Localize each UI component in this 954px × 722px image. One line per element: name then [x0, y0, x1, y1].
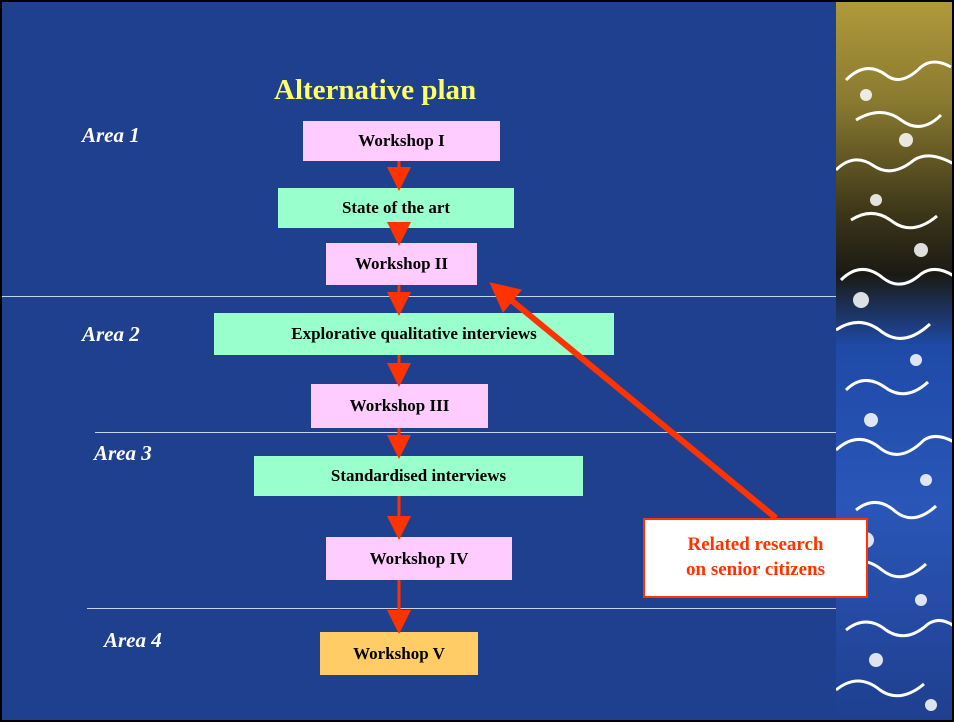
related-research-arrow [489, 282, 778, 521]
standardised-interviews-label: Standardised interviews [330, 466, 507, 485]
related-research-callout: Related research on senior citizens [643, 518, 868, 598]
slide-title: Alternative plan [274, 74, 477, 106]
area-4-label: Area 4 [104, 628, 162, 652]
workshop-iii-label: Workshop III [349, 396, 450, 415]
workshop-v-label: Workshop V [353, 643, 445, 663]
area-3-label: Area 3 [94, 441, 152, 465]
workshop-i-label: Workshop I [358, 131, 445, 150]
workshop-i-box: Workshop I [303, 121, 500, 161]
state-of-the-art-label: State of the art [341, 198, 451, 217]
workshop-ii-label: Workshop II [354, 254, 449, 273]
workshop-iv-label: Workshop IV [369, 548, 469, 568]
state-of-the-art-box: State of the art [278, 188, 514, 228]
workshop-ii-box: Workshop II [326, 243, 477, 285]
area-divider [95, 432, 836, 433]
workshop-v-box: Workshop V [320, 632, 478, 675]
explorative-interviews-box: Explorative qualitative interviews [214, 313, 614, 355]
workshop-iii-box: Workshop III [311, 384, 488, 428]
area-divider [0, 296, 836, 297]
wave-decoration [836, 0, 954, 722]
standardised-interviews-box: Standardised interviews [254, 456, 583, 496]
workshop-iv-box: Workshop IV [326, 537, 512, 580]
area-2-label: Area 2 [82, 322, 140, 346]
callout-line-2: on senior citizens [686, 559, 825, 580]
area-divider [87, 608, 836, 609]
area-1-label: Area 1 [82, 123, 140, 147]
explorative-interviews-label: Explorative qualitative interviews [291, 324, 537, 343]
callout-line-1: Related research [687, 534, 824, 555]
